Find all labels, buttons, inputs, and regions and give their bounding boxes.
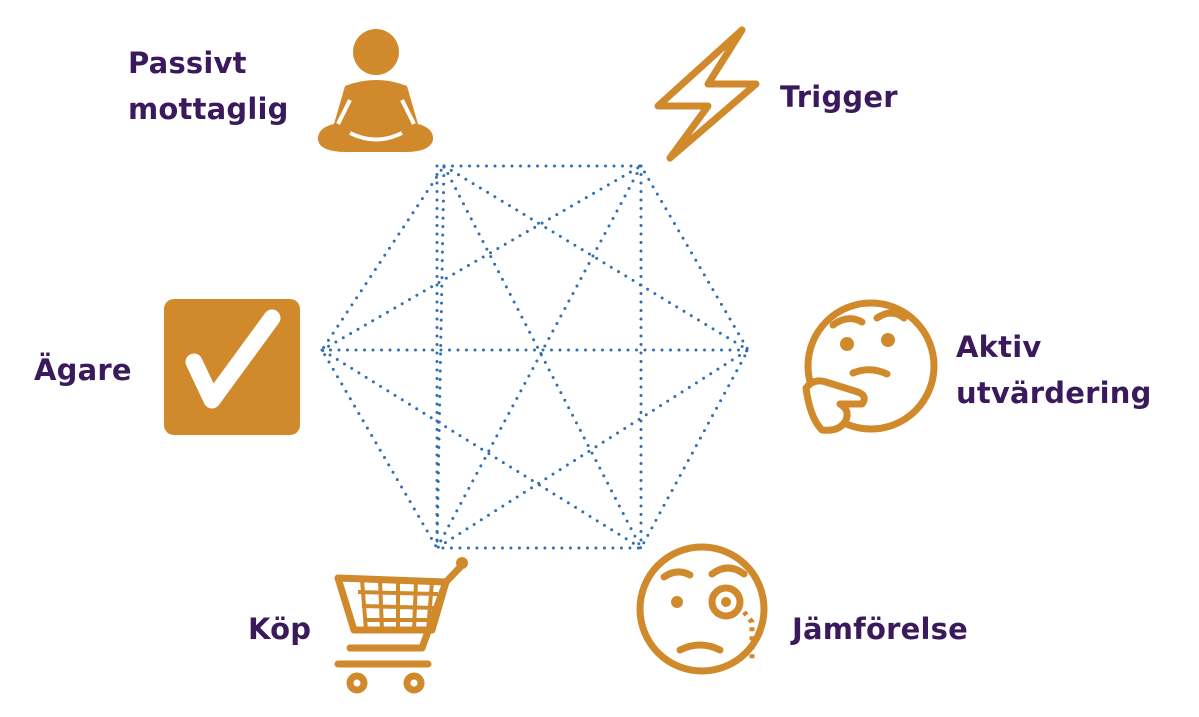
label-kop: Köp [248, 606, 311, 652]
shopping-cart-icon [334, 557, 468, 694]
thinking-face-icon [802, 299, 938, 434]
network-triangle-b [319, 163, 643, 551]
label-line: utvärdering [956, 376, 1152, 410]
label-trigger: Trigger [780, 74, 898, 120]
lightning-icon [654, 26, 760, 162]
network-hexagon [320, 164, 750, 550]
label-jamforelse: Jämförelse [792, 606, 968, 652]
network-triangle-a [435, 163, 751, 551]
network-diagonal-a [442, 164, 643, 550]
meditation-icon [317, 29, 434, 152]
monocle-face-icon [636, 543, 768, 675]
label-line: Jämförelse [792, 612, 968, 646]
label-aktiv-utvardering: Aktiv utvärdering [956, 324, 1152, 416]
label-passivt-mottaglig: Passivt mottaglig [128, 40, 289, 132]
dotted-network [319, 163, 751, 551]
label-line: Passivt [128, 46, 247, 80]
label-agare: Ägare [34, 347, 132, 393]
label-line: Trigger [780, 80, 898, 114]
label-line: Ägare [34, 353, 132, 387]
label-line: Köp [248, 612, 312, 646]
checkbox-icon [164, 299, 300, 435]
label-line: Aktiv [956, 330, 1042, 364]
label-line: mottaglig [128, 92, 289, 126]
